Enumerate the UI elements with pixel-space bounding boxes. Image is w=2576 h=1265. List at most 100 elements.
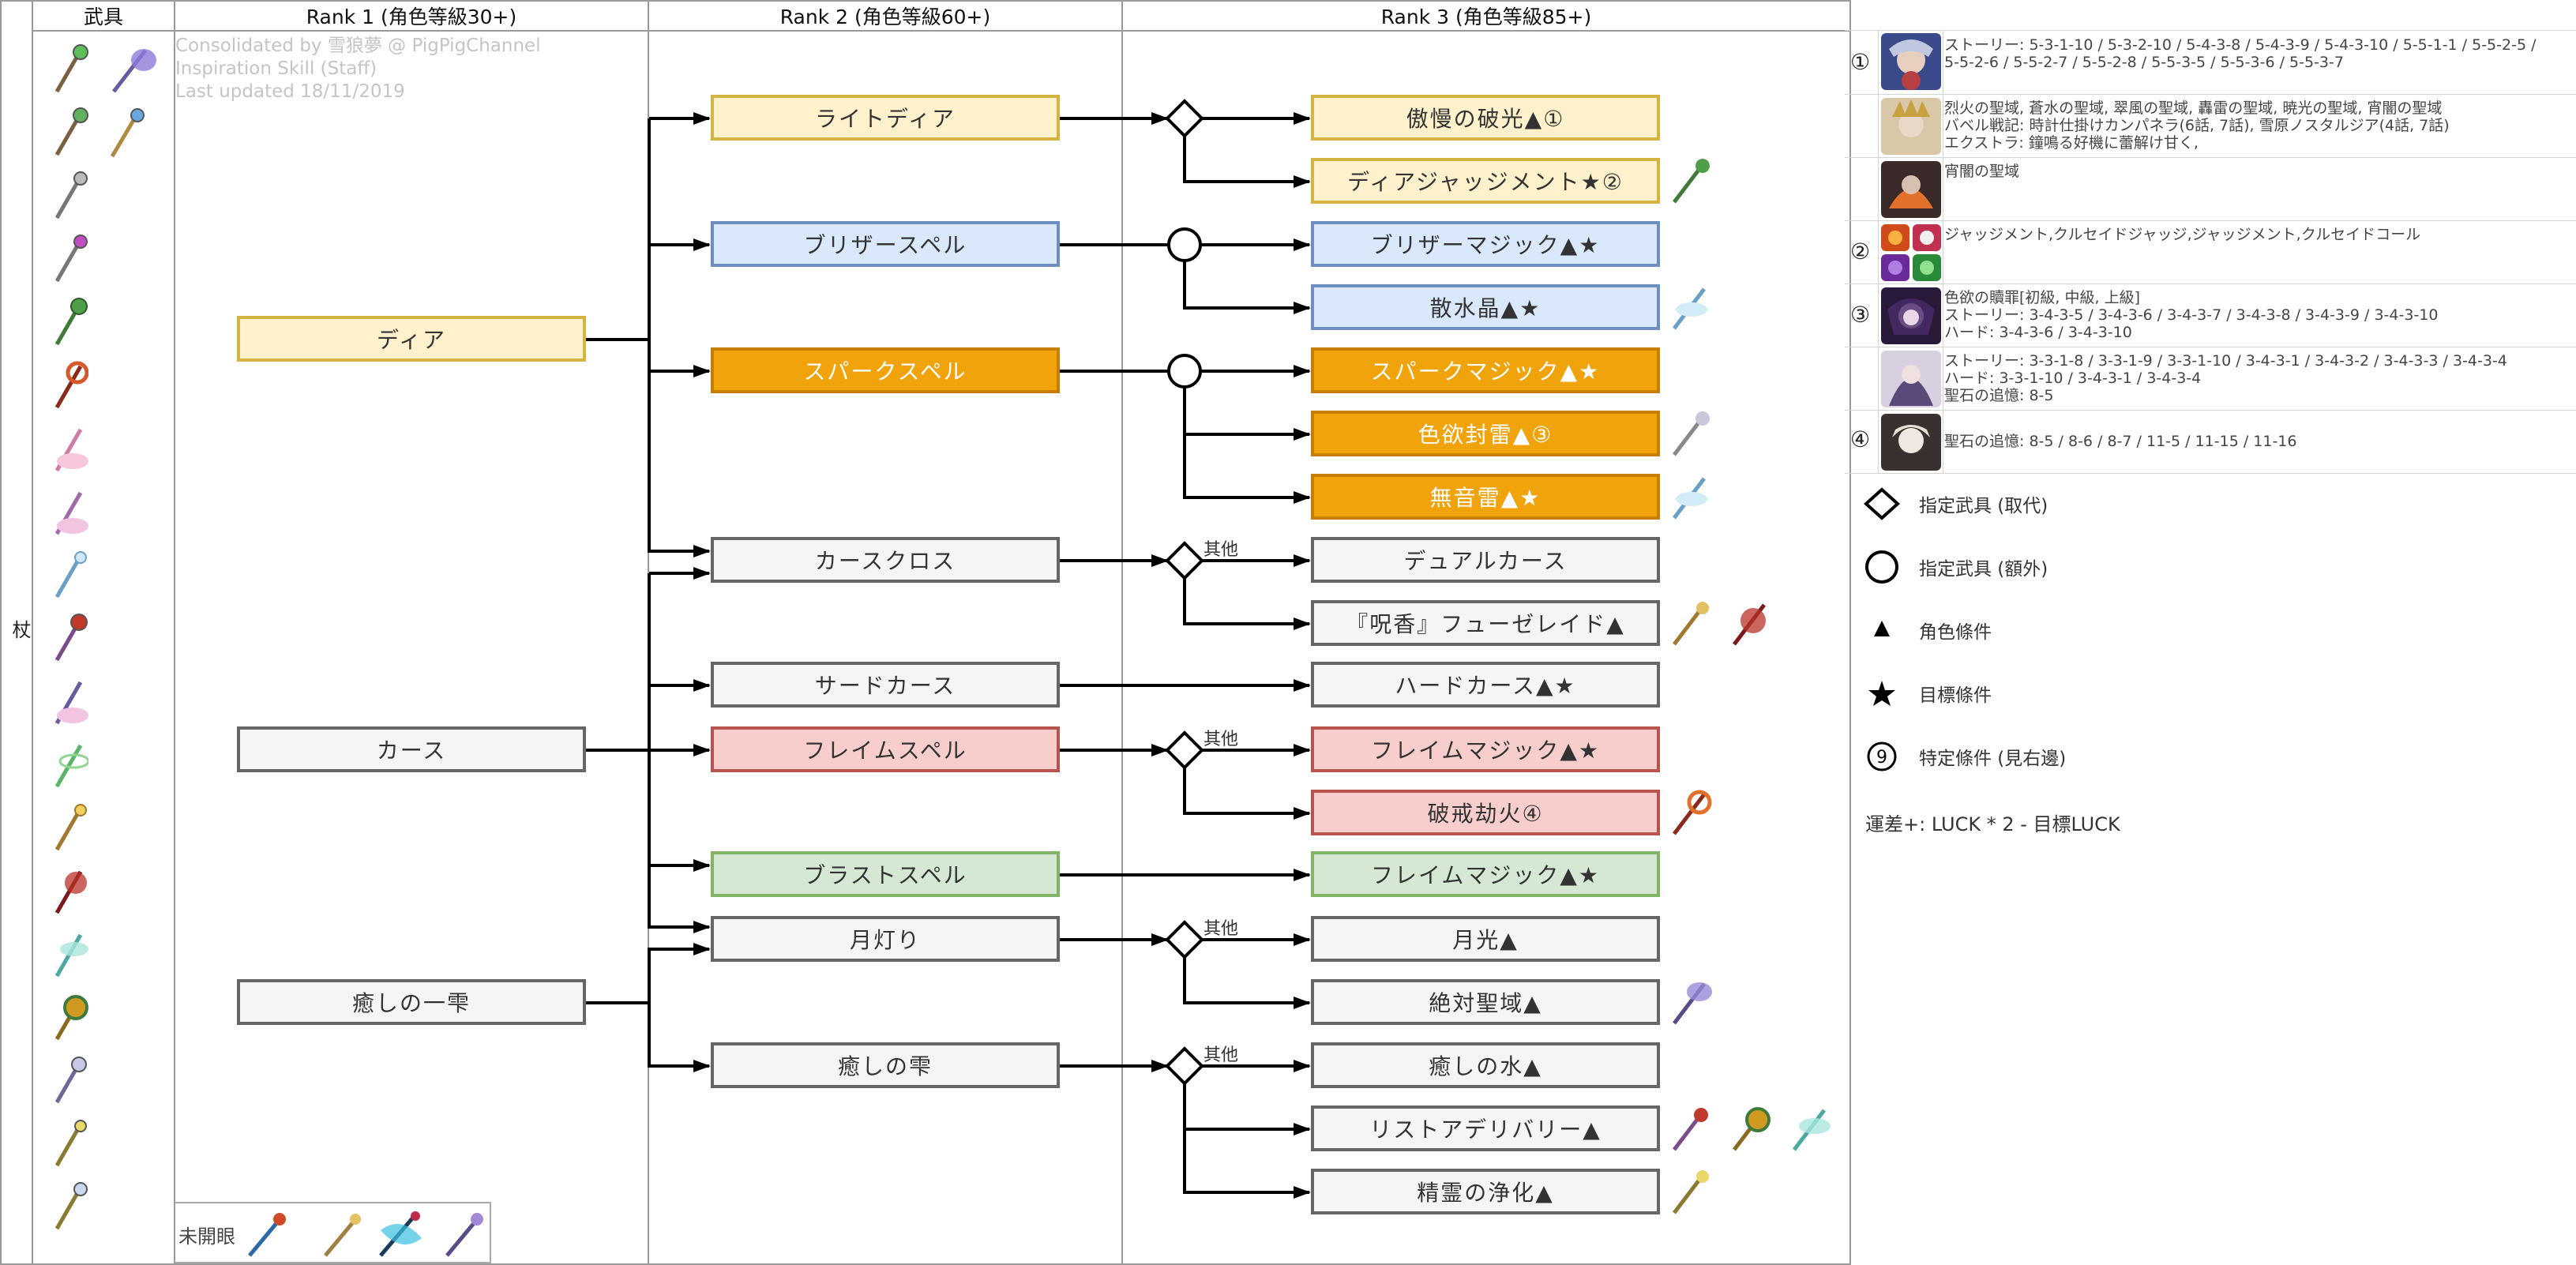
- skill-node-rank3[interactable]: フレイムマジック▲★: [1311, 726, 1660, 772]
- staff-icon: [1673, 982, 1712, 1025]
- skill-node-rank2[interactable]: ブラストスペル: [711, 851, 1060, 897]
- staff-icon: [1673, 1170, 1709, 1214]
- unopened-label: 未開眼: [178, 1226, 235, 1248]
- character-avatar: [1881, 414, 1941, 471]
- skill-node-rank3[interactable]: 精霊の浄化▲: [1311, 1169, 1660, 1214]
- staff-icon: [1733, 603, 1766, 646]
- skill-node-rank3[interactable]: 癒しの水▲: [1311, 1042, 1660, 1088]
- arrow: [1183, 136, 1311, 188]
- star-icon: [1868, 681, 1895, 706]
- reference-line: エクストラ: 鐘鳴る好機に蕾解け甘く,: [1944, 134, 2199, 152]
- staff-icon: [1673, 287, 1707, 330]
- arrow: [1183, 387, 1311, 441]
- wind-skill-icon: [1913, 254, 1941, 281]
- skill-node-rank3[interactable]: 月光▲: [1311, 916, 1660, 962]
- skill-node-rank2[interactable]: サードカース: [711, 662, 1060, 708]
- skill-node-rank2[interactable]: スパークスペル: [711, 347, 1060, 393]
- skill-node-rank3[interactable]: 無音雷▲★: [1311, 474, 1660, 520]
- reference-line: 烈火の聖域, 蒼水の聖域, 翠風の聖域, 轟雷の聖域, 暁光の聖域, 宵闇の聖域: [1944, 99, 2443, 117]
- reference-line: ストーリー: 3-4-3-5 / 3-4-3-6 / 3-4-3-7 / 3-4…: [1944, 306, 2439, 324]
- skill-node-rank1[interactable]: カース: [237, 726, 586, 772]
- skill-node-rank2[interactable]: フレイムスペル: [711, 726, 1060, 772]
- staff-icon: [1673, 1108, 1708, 1151]
- luck-formula: 運差+: LUCK * 2 - 目標LUCK: [1865, 813, 2120, 835]
- staff-icon: [324, 1214, 361, 1257]
- reference-row: [1845, 95, 2576, 158]
- arrow: [648, 1003, 711, 1072]
- skill-node-rank1[interactable]: 癒しの一雫: [237, 979, 586, 1025]
- staff-icon: [54, 804, 87, 851]
- skill-node-rank3[interactable]: 絶対聖域▲: [1311, 979, 1660, 1025]
- legend-label: 指定武具 (取代): [1919, 496, 2048, 516]
- unopened-panel: 未開眼: [175, 1202, 491, 1263]
- skill-node-rank2[interactable]: カースクロス: [711, 537, 1060, 583]
- diamond-icon: [1165, 99, 1204, 138]
- dark-skill-icon: [1881, 254, 1909, 281]
- reference-line: バベル戦記: 時計仕掛けカンパネラ(6話, 7話), 雪原ノスタルジア(4話, …: [1944, 117, 2450, 134]
- header-rank2: Rank 2 (角色等級60+): [648, 0, 1123, 32]
- staff-icon: [54, 1120, 87, 1167]
- legend-item: 目標條件: [1862, 676, 1992, 711]
- reference-text: ジャッジメント,クルセイドジャッジ,ジャッジメント,クルセイドコール: [1944, 226, 2420, 243]
- skill-node-rank3[interactable]: 傲慢の破光▲①: [1311, 95, 1660, 141]
- staff-icon: [445, 1213, 483, 1257]
- connector: [586, 573, 651, 752]
- skill-node-rank3[interactable]: 破戒劫火④: [1311, 790, 1660, 835]
- skill-node-rank3[interactable]: ブリザーマジック▲★: [1311, 221, 1660, 267]
- skill-node-rank3[interactable]: ディアジャッジメント★②: [1311, 158, 1660, 204]
- circled-9-icon: 9: [1867, 741, 1897, 771]
- staff-icon: [54, 107, 88, 156]
- arrow: [1183, 578, 1311, 630]
- reference-text: ストーリー: 5-3-1-10 / 5-3-2-10 / 5-4-3-8 / 5…: [1944, 36, 2536, 71]
- skill-node-rank3[interactable]: リストアデリバリー▲: [1311, 1105, 1660, 1151]
- arrow: [648, 118, 711, 557]
- staff-icon: [54, 551, 87, 599]
- staff-icon: [1673, 602, 1709, 646]
- reference-line: 聖石の追憶: 8-5 / 8-6 / 8-7 / 11-5 / 11-15 / …: [1944, 433, 2297, 450]
- skill-node-rank3[interactable]: フレイムマジック▲★: [1311, 851, 1660, 897]
- staff-icon: [54, 361, 88, 409]
- reference-line: 色欲の贖罪[初級, 中級, 上級]: [1944, 289, 2140, 306]
- skill-node-rank2[interactable]: 癒しの雫: [711, 1042, 1060, 1088]
- skill-node-rank3[interactable]: スパークマジック▲★: [1311, 347, 1660, 393]
- legend-item: 指定武具 (額外): [1862, 550, 2048, 584]
- legend-label: 目標條件: [1919, 685, 1992, 706]
- skill-node-rank3[interactable]: 『呪香』フューゼレイド▲: [1311, 600, 1660, 646]
- arrow: [648, 750, 711, 872]
- circle-icon: [1167, 354, 1202, 389]
- skill-node-rank2[interactable]: ブリザースペル: [711, 221, 1060, 267]
- arrow: [648, 865, 711, 933]
- skill-node-rank3[interactable]: 色欲封雷▲③: [1311, 411, 1660, 456]
- diamond-icon: [1165, 541, 1204, 580]
- staff-icon: [54, 298, 88, 346]
- staff-icon: [1673, 790, 1712, 835]
- skill-node-rank3[interactable]: ハードカース▲★: [1311, 662, 1660, 708]
- skill-node-rank2[interactable]: 月灯り: [711, 916, 1060, 962]
- header-weapon: 武具: [32, 0, 175, 32]
- circle-icon: [1167, 227, 1202, 262]
- other-label: 其他: [1204, 540, 1239, 560]
- reference-row: [1845, 30, 2576, 95]
- skill-node-rank2[interactable]: ライトディア: [711, 95, 1060, 141]
- diamond-icon: [1165, 730, 1204, 770]
- skill-node-rank3[interactable]: 散水晶▲★: [1311, 284, 1660, 330]
- reference-row: [1845, 411, 2576, 474]
- svg-text:9: 9: [1876, 748, 1887, 768]
- staff-icon: [54, 1182, 88, 1230]
- reference-line: ジャッジメント,クルセイドジャッジ,ジャッジメント,クルセイドコール: [1944, 226, 2421, 243]
- reference-number: ②: [1850, 238, 1871, 265]
- other-label: 其他: [1204, 919, 1239, 939]
- staff-icon: [1673, 159, 1710, 204]
- staff-icon: [54, 428, 88, 472]
- skill-node-rank1[interactable]: ディア: [237, 316, 586, 362]
- credit-line-2: Inspiration Skill (Staff): [175, 58, 377, 79]
- reference-line: 聖石の追憶: 8-5: [1944, 387, 2054, 404]
- staff-icon: [54, 744, 88, 788]
- arrow: [1183, 957, 1311, 1009]
- reference-line: ストーリー: 3-3-1-8 / 3-3-1-9 / 3-3-1-10 / 3-…: [1944, 352, 2507, 370]
- skill-node-rank3[interactable]: デュアルカース: [1311, 537, 1660, 583]
- legend-label: 特定條件 (見右邊): [1919, 749, 2067, 769]
- staff-icon: [54, 171, 88, 220]
- character-avatar: [1881, 33, 1941, 90]
- reference-text: 聖石の追憶: 8-5 / 8-6 / 8-7 / 11-5 / 11-15 / …: [1944, 433, 2296, 450]
